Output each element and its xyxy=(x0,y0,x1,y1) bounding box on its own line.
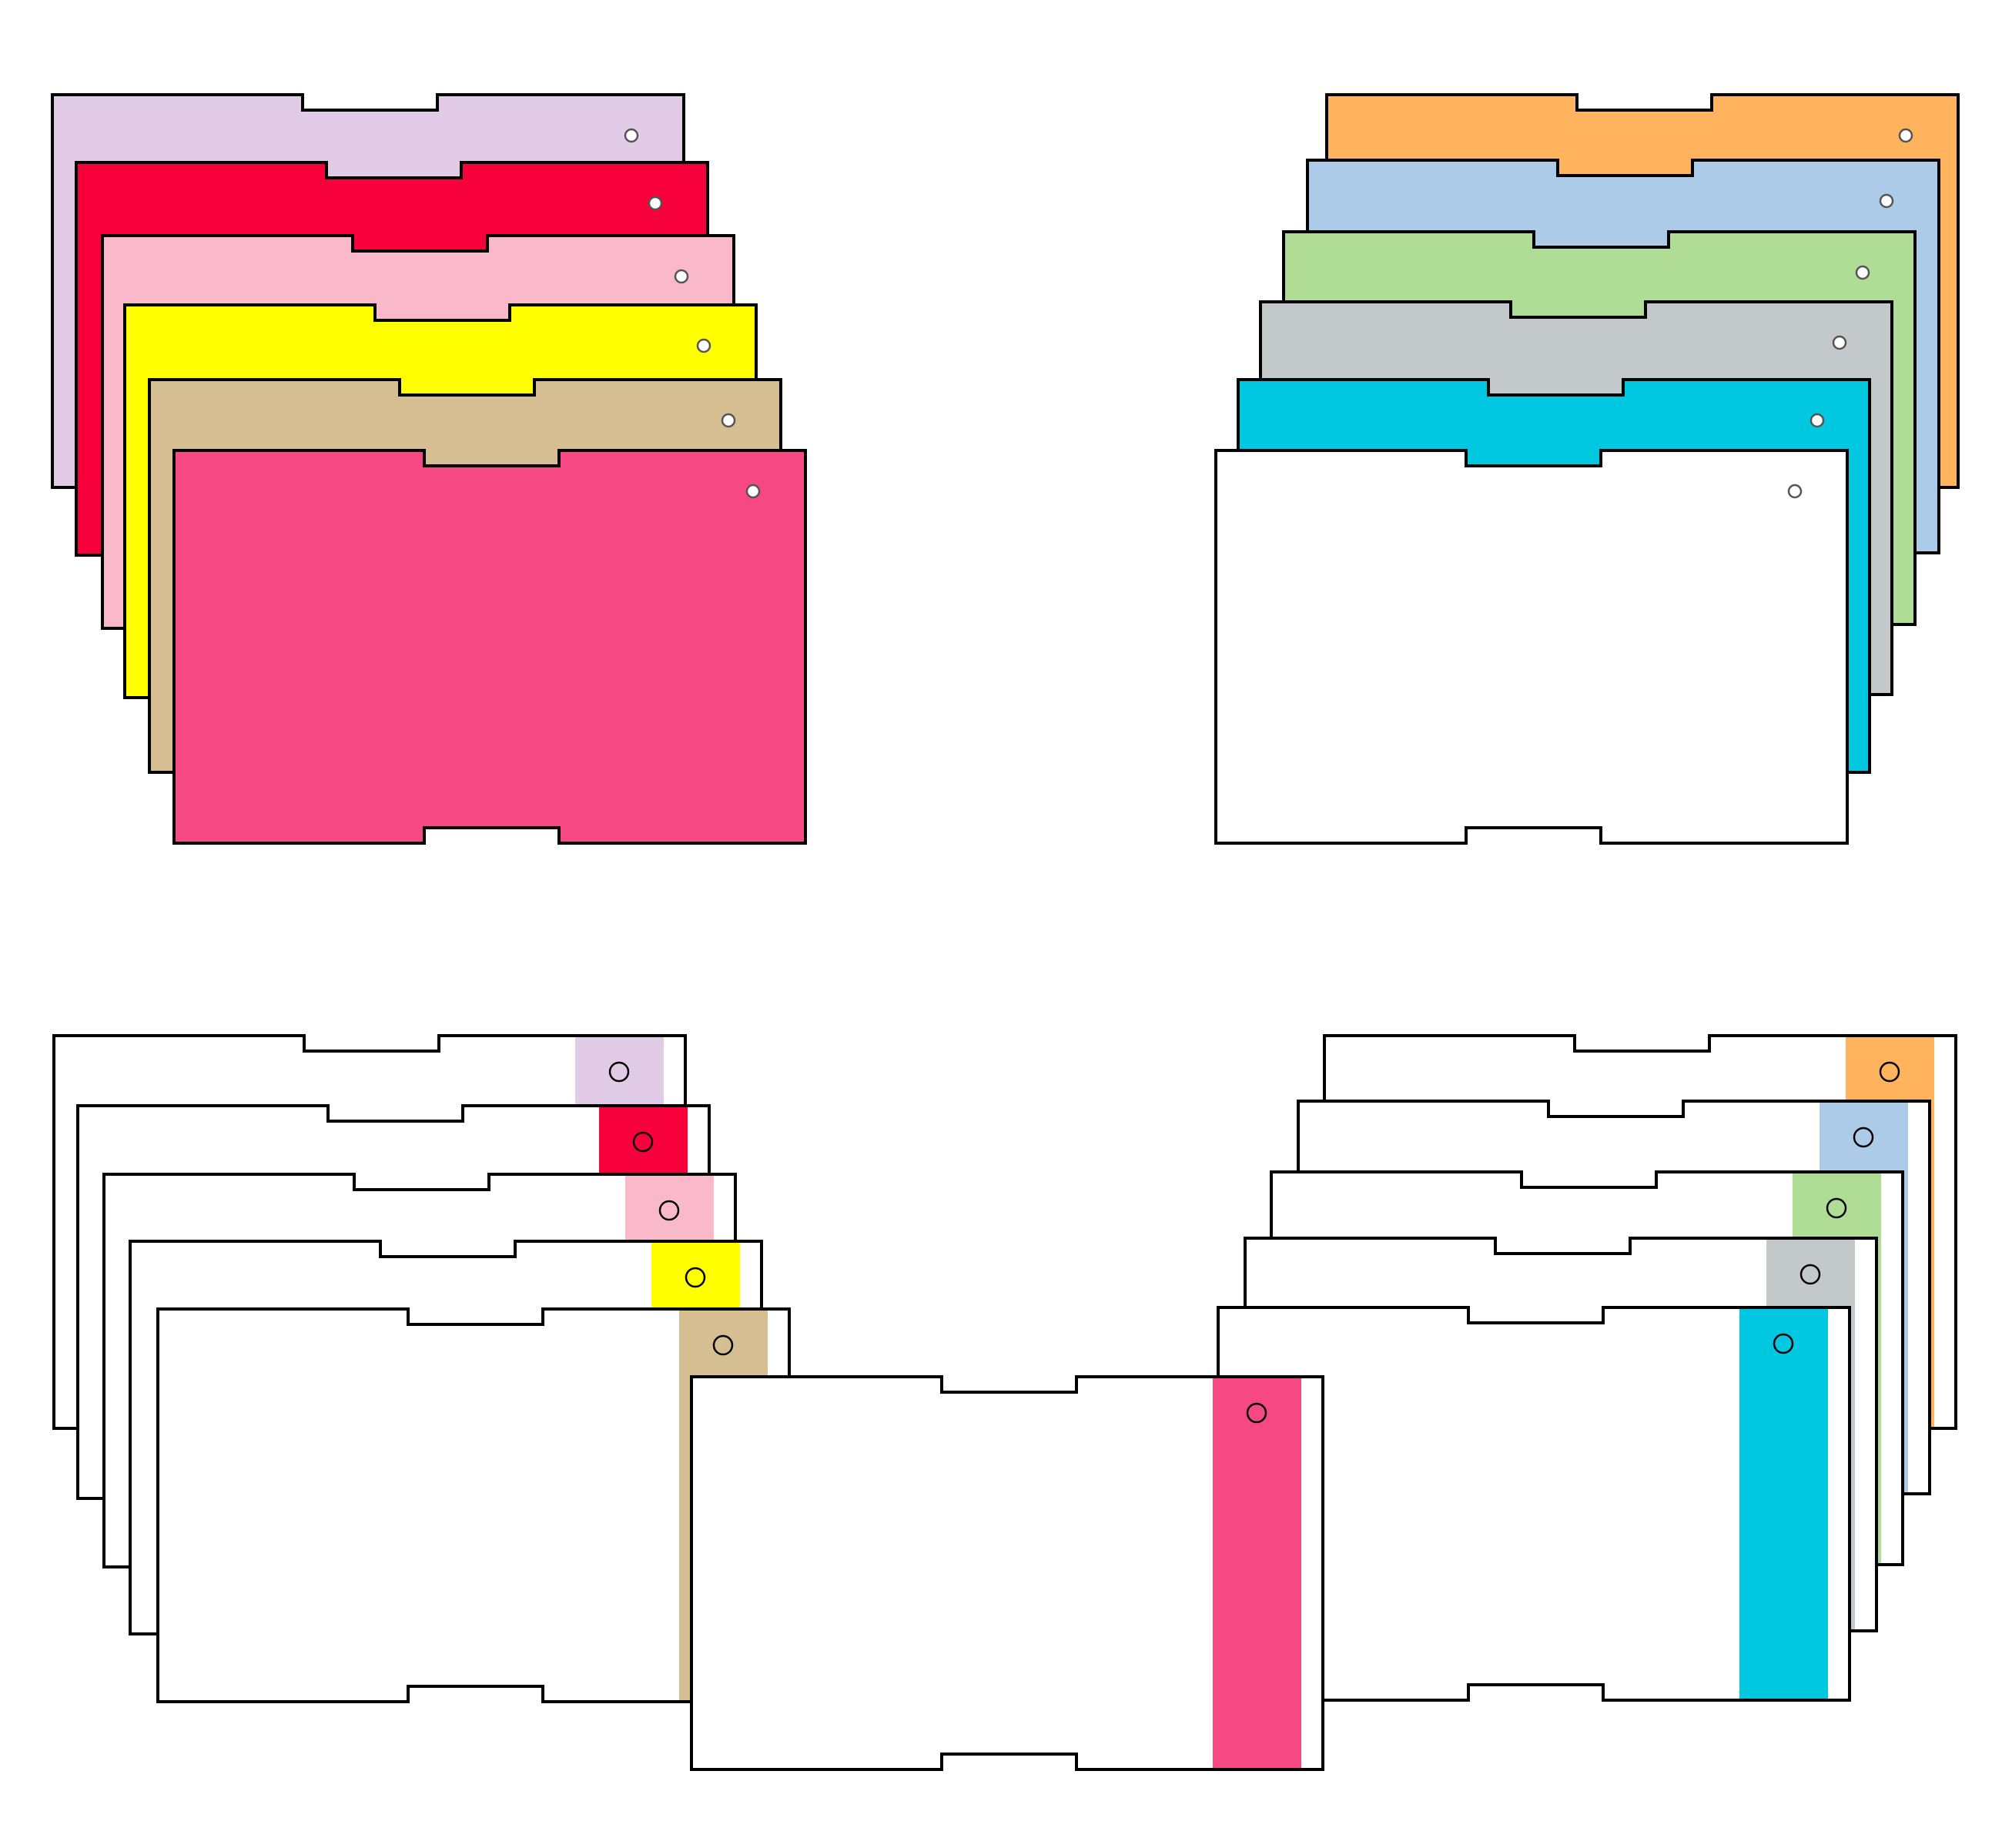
punch-hole-icon xyxy=(696,338,711,353)
solid-divider-card-white xyxy=(1214,449,1849,845)
stripe-divider-card-pink xyxy=(690,1375,1324,1771)
punch-hole-icon xyxy=(1773,1333,1794,1354)
punch-hole-icon xyxy=(648,196,663,211)
punch-hole-icon xyxy=(1879,1061,1900,1083)
punch-hole-icon xyxy=(1855,265,1870,280)
color-stripe xyxy=(1213,1377,1301,1769)
punch-hole-icon xyxy=(632,1131,654,1153)
punch-hole-icon xyxy=(1246,1402,1267,1424)
card-outline xyxy=(1217,1306,1851,1702)
punch-hole-icon xyxy=(745,484,761,499)
card-body xyxy=(1214,449,1849,845)
solid-divider-stack-left xyxy=(51,93,807,845)
punch-hole-icon xyxy=(1810,413,1825,428)
punch-hole-icon xyxy=(721,413,736,428)
punch-hole-icon xyxy=(624,128,639,143)
card-body xyxy=(1218,1307,1850,1700)
punch-hole-icon xyxy=(1832,335,1847,350)
punch-hole-icon xyxy=(712,1334,734,1356)
punch-hole-icon xyxy=(608,1061,630,1083)
punch-hole-icon xyxy=(1879,193,1894,209)
punch-hole-icon xyxy=(1799,1264,1821,1285)
striped-divider-stack-right xyxy=(1217,1034,1957,1702)
striped-divider-center xyxy=(690,1375,1324,1771)
punch-hole-icon xyxy=(674,269,689,284)
punch-hole-icon xyxy=(1853,1127,1874,1148)
punch-hole-icon xyxy=(1787,484,1803,499)
solid-divider-card-pink xyxy=(172,449,807,845)
punch-hole-icon xyxy=(1826,1197,1847,1219)
card-body xyxy=(691,1377,1323,1769)
card-body xyxy=(172,449,807,845)
stripe-divider-card-cyan xyxy=(1217,1306,1851,1702)
punch-hole-icon xyxy=(685,1267,706,1288)
card-outline xyxy=(690,1375,1324,1771)
card-body xyxy=(158,1309,789,1702)
punch-hole-icon xyxy=(1898,128,1913,143)
striped-divider-stack-left xyxy=(52,1034,791,1703)
color-stripe xyxy=(1739,1307,1828,1700)
solid-divider-stack-right xyxy=(1214,93,1960,845)
punch-hole-icon xyxy=(658,1200,680,1221)
